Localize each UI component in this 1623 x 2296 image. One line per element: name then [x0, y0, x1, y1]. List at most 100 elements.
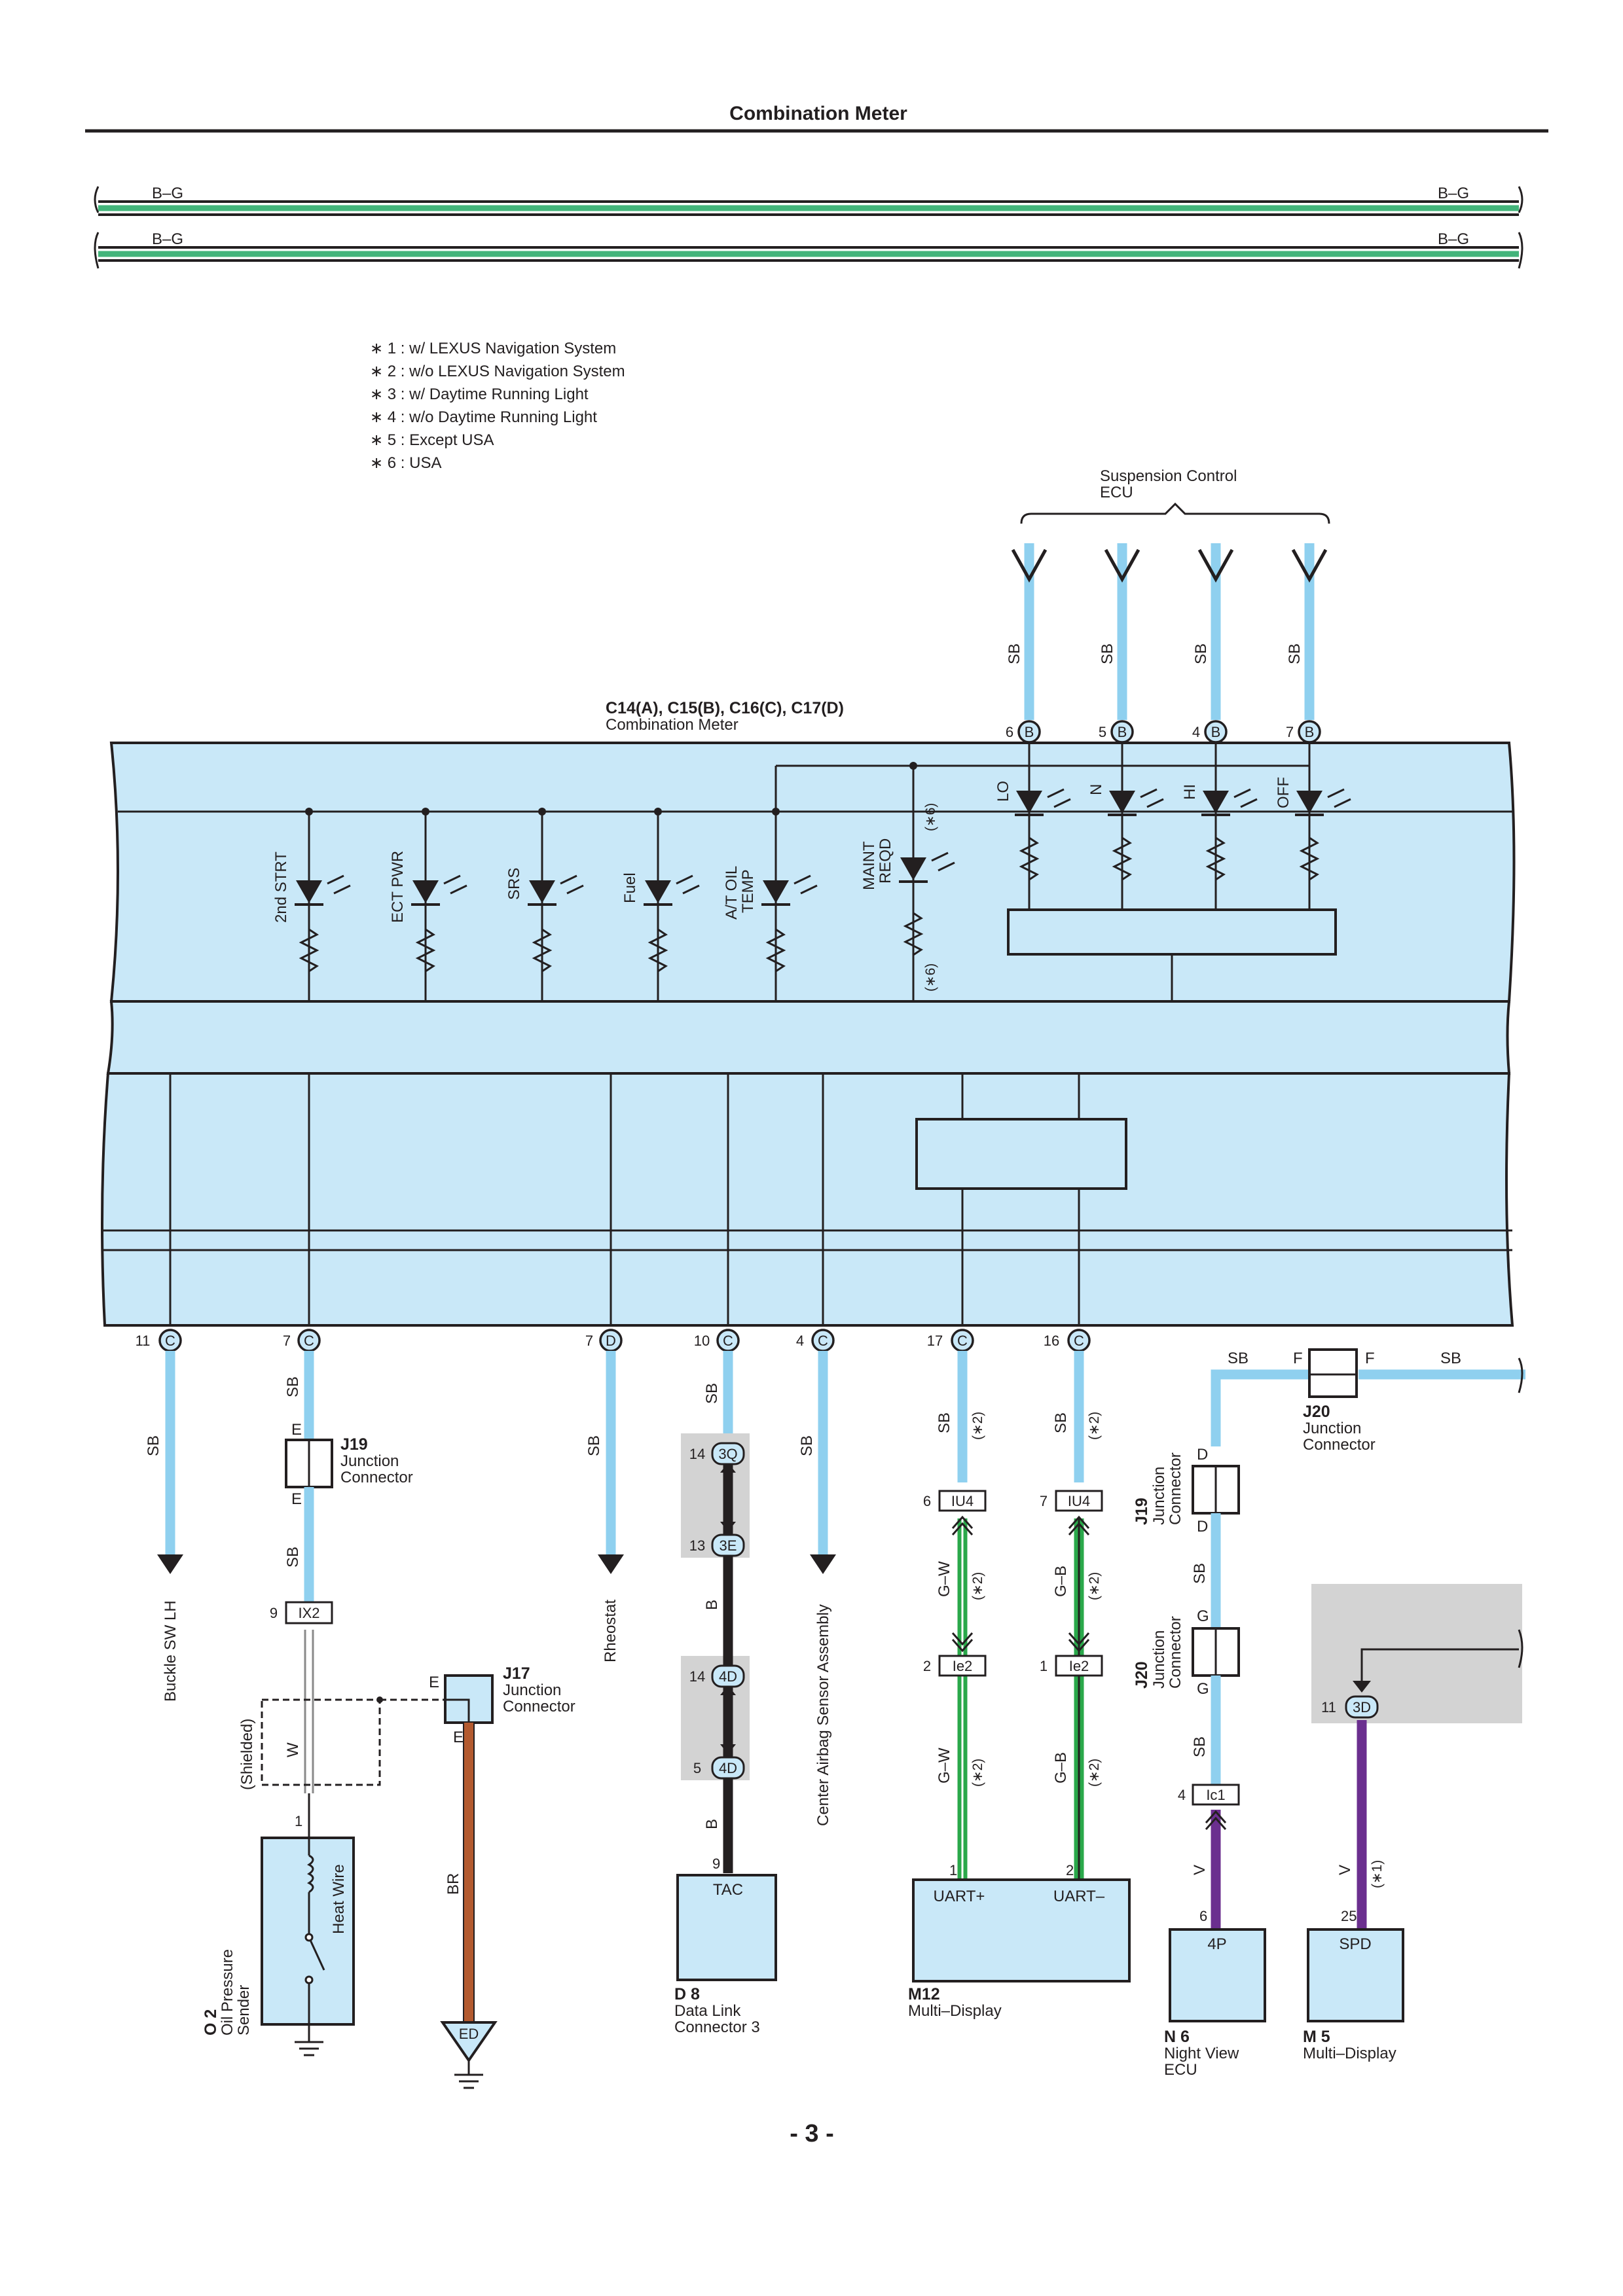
- nv-j20-code: J20: [1133, 1661, 1151, 1689]
- susp-pin-3-num: 4: [1192, 724, 1200, 740]
- susp-pin-1-num: 6: [1006, 724, 1013, 740]
- nv-ecu-term: 4P: [1207, 1935, 1226, 1953]
- notes-legend: ∗ 1 : w/ LEXUS Navigation System ∗ 2 : w…: [370, 340, 625, 472]
- spd-note: (∗1): [1370, 1860, 1385, 1888]
- uart-pos-pin2: 2: [923, 1658, 931, 1674]
- nv-j19-name2: Connector: [1167, 1452, 1184, 1525]
- indicator-srs-label: SRS: [505, 868, 523, 900]
- tac-dlc-pin: 9: [712, 1856, 720, 1872]
- uart-pos-note-1: (∗2): [970, 1412, 985, 1440]
- nv-wire-low: SB: [1191, 1736, 1209, 1757]
- nv-ic-pin: 4: [1178, 1787, 1186, 1803]
- tac-dlc-name2: Connector 3: [674, 2018, 760, 2036]
- oil-sender-name2: Sender: [235, 1985, 253, 2036]
- tac-dlc-term: TAC: [713, 1881, 743, 1899]
- meter-indicators: 2nd STRT ECT PWR SRS Fuel: [118, 720, 1351, 1001]
- susp-wire-4-color: SB: [1286, 643, 1304, 664]
- susp-pin-1-conn: B: [1025, 724, 1034, 740]
- susp-wire-3-color: SB: [1192, 643, 1210, 664]
- uart-neg-note-2: (∗2): [1087, 1572, 1102, 1600]
- tac-dlc-name1: Data Link: [674, 2002, 741, 2020]
- bottom-pin-6-num: 17: [927, 1333, 943, 1349]
- bottom-pin-7-num: 16: [1044, 1333, 1059, 1349]
- spd-wire: V: [1336, 1865, 1354, 1875]
- indicator-maint-reqd-label-2: REQD: [877, 838, 894, 884]
- bus-2-left-label: B–G: [152, 230, 183, 248]
- indicator-2nd-strt: 2nd STRT: [272, 812, 351, 1001]
- note-2: ∗ 2 : w/o LEXUS Navigation System: [370, 363, 625, 380]
- oil-shielded: (Shielded): [238, 1719, 256, 1790]
- suspension-ecu: Suspension Control ECU: [1020, 467, 1330, 524]
- j19-name1: Junction: [340, 1452, 399, 1470]
- nv-ecu-name1: Night View: [1164, 2045, 1239, 2062]
- page-number: - 3 -: [790, 2120, 834, 2147]
- tac-p3: 14: [689, 1668, 705, 1685]
- oil-ix-pin: 9: [270, 1605, 278, 1621]
- spd-md-code: M 5: [1303, 2028, 1330, 2046]
- bus-line-1: B–G B–G: [94, 185, 1523, 216]
- suspension-pins: B B B B 6 5 4 7: [1006, 720, 1321, 744]
- circuit-spd: 3D 11 V (∗1) 25 SPD M 5 Multi–Display: [1303, 1584, 1523, 2062]
- bottom-pin-5-num: 4: [796, 1333, 804, 1349]
- nv-ecu-pin: 6: [1199, 1908, 1207, 1924]
- bus-2-right-label: B–G: [1438, 230, 1469, 248]
- note-4: ∗ 4 : w/o Daytime Running Light: [370, 408, 597, 426]
- bottom-pin-3-num: 7: [585, 1333, 593, 1349]
- uart-pos-conn2: Ie2: [953, 1658, 973, 1674]
- oil-sender-code: O 2: [202, 2009, 220, 2036]
- tac-wire-mid: B: [703, 1600, 721, 1610]
- j17-connector: E E J17 Junction Connector BR ED: [429, 1664, 575, 2089]
- nv-ecu-code: N 6: [1164, 2028, 1190, 2046]
- susp-wire-1-color: SB: [1006, 643, 1023, 664]
- uart-md-code: M12: [908, 1985, 940, 2003]
- note-3: ∗ 3 : w/ Daytime Running Light: [370, 386, 589, 403]
- circuit-uart: SB SB (∗2) (∗2) IU4 IU4 6 7 G–W G–B (∗2)…: [908, 1351, 1131, 2020]
- indicator-2nd-strt-label: 2nd STRT: [272, 852, 290, 923]
- uart-neg-conn2: Ie2: [1069, 1658, 1089, 1674]
- circuit-buckle: SB Buckle SW LH: [145, 1351, 183, 1702]
- bus-line-2: B–G B–G: [94, 230, 1523, 269]
- oil-ix-name: IX2: [298, 1605, 319, 1621]
- susp-pin-3-conn: B: [1211, 724, 1221, 740]
- uart-neg-pin2: 1: [1040, 1658, 1048, 1674]
- tac-c2: 3E: [720, 1537, 737, 1554]
- uart-neg-term: UART–: [1053, 1888, 1105, 1905]
- nv-j20-top-pin-left: F: [1293, 1350, 1303, 1367]
- indicator-fuel-label: Fuel: [621, 872, 639, 903]
- indicator-maint-reqd: MAINT REQD (∗6) (∗6): [860, 766, 955, 1001]
- bottom-pin-5-conn: C: [818, 1333, 828, 1349]
- spd-pin: 11: [1321, 1699, 1336, 1715]
- uart-neg-wire1: G–B: [1052, 1566, 1070, 1597]
- spd-md-name: Multi–Display: [1303, 2045, 1396, 2062]
- indicator-maint-note-1: (∗6): [923, 803, 938, 831]
- nv-j19-pin-top: D: [1197, 1446, 1208, 1463]
- nv-wire-v: V: [1191, 1865, 1209, 1875]
- uart-pos-pin3: 1: [949, 1862, 957, 1878]
- circuit-airbag: SB Center Airbag Sensor Assembly: [798, 1351, 836, 1826]
- indicator-off-label: OFF: [1275, 777, 1292, 808]
- spd-term: SPD: [1339, 1935, 1371, 1953]
- nv-j20-top-name2: Connector: [1303, 1436, 1376, 1454]
- circuit-tac: SB 3Q 3E 4D 4D 14 13 14 5 B B 9 TAC D 8 …: [674, 1351, 777, 2036]
- bottom-pin-6-conn: C: [957, 1333, 968, 1349]
- j17-wire: BR: [445, 1873, 462, 1895]
- uart-pos-pin1: 6: [923, 1493, 931, 1509]
- nv-j20-top-pin-right: F: [1365, 1350, 1375, 1367]
- tac-wire-top: SB: [703, 1383, 721, 1404]
- tac-dlc-code: D 8: [674, 1985, 700, 2003]
- bottom-pin-7-conn: C: [1074, 1333, 1084, 1349]
- uart-neg-pin1: 7: [1040, 1493, 1048, 1509]
- suspension-wires: SB SB SB SB: [1006, 543, 1328, 720]
- indicator-ect-pwr: ECT PWR: [389, 812, 467, 1001]
- uart-pos-conn1: IU4: [951, 1493, 974, 1509]
- susp-pin-2-conn: B: [1118, 724, 1127, 740]
- oil-wire-top: SB: [284, 1376, 302, 1397]
- susp-wire-2-color: SB: [1099, 643, 1116, 664]
- indicator-lo-label: LO: [994, 781, 1012, 802]
- indicator-n-label: N: [1087, 784, 1105, 795]
- uart-neg-pin3: 2: [1066, 1862, 1074, 1878]
- bottom-pin-4-conn: C: [723, 1333, 733, 1349]
- indicator-maint-note-2: (∗6): [923, 963, 938, 992]
- j19-code: J19: [340, 1435, 368, 1454]
- nv-top-wire-right: SB: [1440, 1350, 1461, 1367]
